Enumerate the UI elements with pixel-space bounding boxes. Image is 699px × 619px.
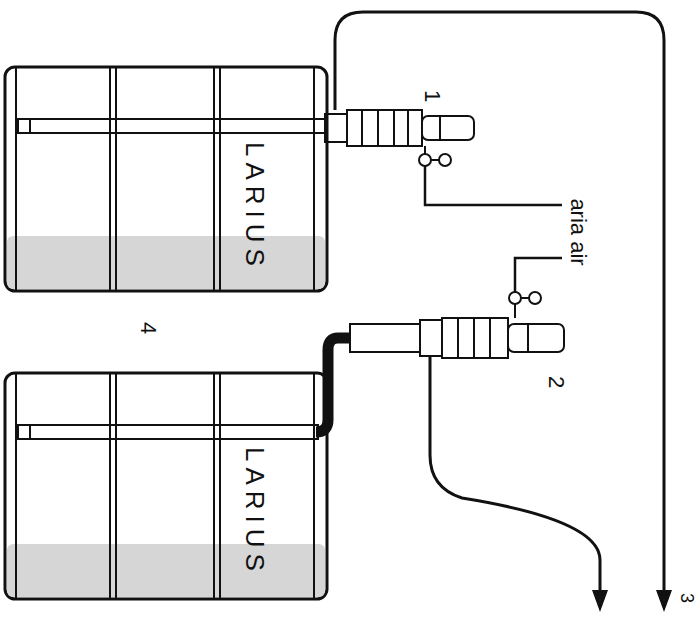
air-label: aria air xyxy=(565,198,591,265)
arrowhead xyxy=(592,590,608,612)
arrowhead xyxy=(656,590,672,612)
outlet-hose xyxy=(430,356,600,592)
callout-number: 4 xyxy=(135,322,161,334)
brand-name: LARIUS xyxy=(239,142,270,272)
suction-tube xyxy=(18,425,318,439)
paint-drum: LARIUS xyxy=(4,66,328,292)
drum-outline xyxy=(4,372,328,600)
air-line xyxy=(419,146,562,205)
drum-outline xyxy=(4,66,328,292)
pump-body xyxy=(350,318,564,358)
suction-tube xyxy=(18,119,328,133)
air-line xyxy=(509,258,562,318)
paint-drum: LARIUS xyxy=(4,372,328,600)
callout-number: 3 xyxy=(676,593,697,603)
pump-body xyxy=(325,110,474,146)
callout-number: 2 xyxy=(543,376,569,388)
outlet-hose xyxy=(335,12,664,592)
bent-hose xyxy=(316,338,350,432)
brand-name: LARIUS xyxy=(239,447,270,577)
callout-number: 1 xyxy=(419,90,445,102)
tube-inlet xyxy=(18,425,30,439)
tube-inlet xyxy=(18,119,30,133)
